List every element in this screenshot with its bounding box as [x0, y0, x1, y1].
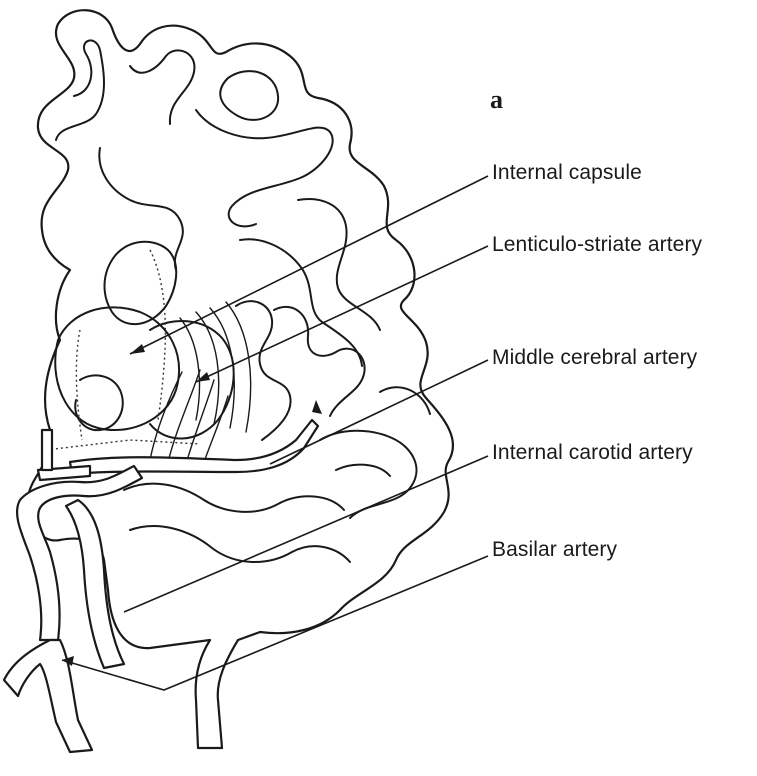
lenticulostriate-branch-3: [185, 379, 215, 465]
cortex-outline: [26, 9, 454, 750]
cortex-sulcus-4: [195, 109, 334, 228]
insular-gyri: [235, 300, 292, 441]
internal-carotid-artery-vessel: [15, 464, 144, 642]
arrowhead-internal-capsule: [130, 344, 145, 354]
leader-middle-cerebral-artery: [269, 359, 489, 465]
thalamus: [54, 306, 180, 432]
cortex-sulcus-6: [239, 238, 363, 367]
middle-cerebral-artery-vessel: [68, 418, 320, 476]
dotted-outline-2: [75, 329, 83, 441]
leader-basilar-artery: [61, 555, 489, 691]
cortex-sulcus-1: [55, 39, 105, 141]
label-basilar-artery: Basilar artery: [492, 538, 618, 561]
label-internal-carotid-artery: Internal carotid artery: [492, 441, 693, 464]
cortex-sulcus-5: [297, 198, 381, 331]
temporal-sulcus-4: [129, 525, 351, 563]
dotted-outline-1: [149, 249, 167, 421]
dotted-outline-3: [45, 439, 201, 451]
temporal-sulcus-2: [335, 463, 391, 477]
leader-internal-capsule: [129, 175, 489, 355]
leader-internal-carotid-artery: [123, 455, 489, 613]
lenticulostriate-branch-1: [149, 371, 183, 461]
cortex-sulcus-2: [129, 49, 196, 125]
lenticulostriate-branch-2: [167, 369, 201, 463]
label-internal-capsule: Internal capsule: [492, 161, 642, 184]
caudate-nucleus: [103, 240, 178, 326]
internal-capsule-band-2: [195, 311, 220, 425]
arrowhead-basilar: [62, 656, 74, 666]
hypothalamus-region: [74, 374, 124, 432]
lenticulostriate-branch-4: [203, 395, 229, 463]
cortex-sulcus-3: [219, 70, 280, 121]
internal-capsule-band-3: [209, 307, 235, 429]
leader-lenticulo-striate-artery: [195, 245, 489, 383]
arrowhead-lenticulo-striate: [196, 372, 210, 382]
label-middle-cerebral-artery: Middle cerebral artery: [492, 346, 698, 369]
temporal-sulcus-1: [319, 429, 418, 519]
insular-gyri-2: [273, 305, 366, 417]
arrowhead-middle-cerebral: [312, 400, 322, 414]
temporal-sulcus-3: [123, 482, 345, 513]
cortex-sulcus-7: [98, 147, 184, 271]
temporal-sulcus-5: [379, 386, 431, 415]
label-lenticulo-striate-artery: Lenticulo-striate artery: [492, 233, 703, 256]
anterior-cerebral-stub: [40, 428, 54, 472]
vertebral-artery-vessel: [2, 638, 94, 754]
basilar-artery-vessel: [64, 498, 126, 670]
panel-letter: a: [490, 85, 503, 114]
